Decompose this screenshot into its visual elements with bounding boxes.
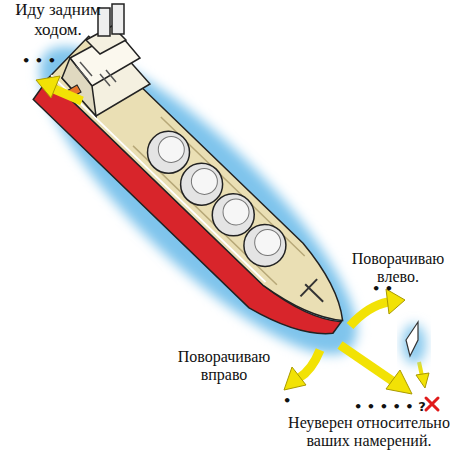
arrow-shaft — [299, 350, 320, 378]
arrow-head — [284, 367, 306, 390]
arrow-shaft — [350, 302, 388, 326]
deck-edge — [51, 75, 265, 282]
tank-top — [153, 131, 190, 168]
arrow-head — [36, 76, 60, 98]
arrow-shaft — [54, 89, 82, 101]
tanks — [139, 123, 295, 275]
ship-hull-group — [3, 9, 394, 393]
arrow-shaft — [340, 345, 394, 382]
bow-mast — [297, 276, 332, 311]
signal-dots: • • • — [22, 54, 56, 69]
tank-top — [249, 224, 286, 261]
signal-label: Поворачиваю вправо — [164, 348, 284, 385]
signal-dots: • — [283, 394, 291, 409]
tank-top — [218, 194, 255, 231]
funnel — [112, 4, 124, 34]
signal-label: Поворачиваю влево. — [340, 250, 456, 287]
windows — [76, 62, 116, 86]
tank-top — [186, 163, 223, 200]
signal-dots: • • — [372, 282, 393, 297]
cross-lines — [426, 398, 438, 410]
arrow-head — [386, 370, 412, 394]
bridge-side — [62, 58, 96, 116]
deck-rail — [133, 117, 305, 285]
signal-arrows — [36, 76, 429, 394]
small-boat — [406, 322, 418, 356]
signal-label: Неуверен относительно ваших намерений. — [268, 414, 470, 451]
red-cross — [426, 398, 438, 410]
water — [3, 9, 394, 393]
signal-label: Иду задним ходом. — [2, 0, 114, 39]
tank — [235, 216, 294, 275]
signal-dots: • • • • • ? — [354, 400, 426, 415]
arrow-head — [416, 373, 429, 388]
